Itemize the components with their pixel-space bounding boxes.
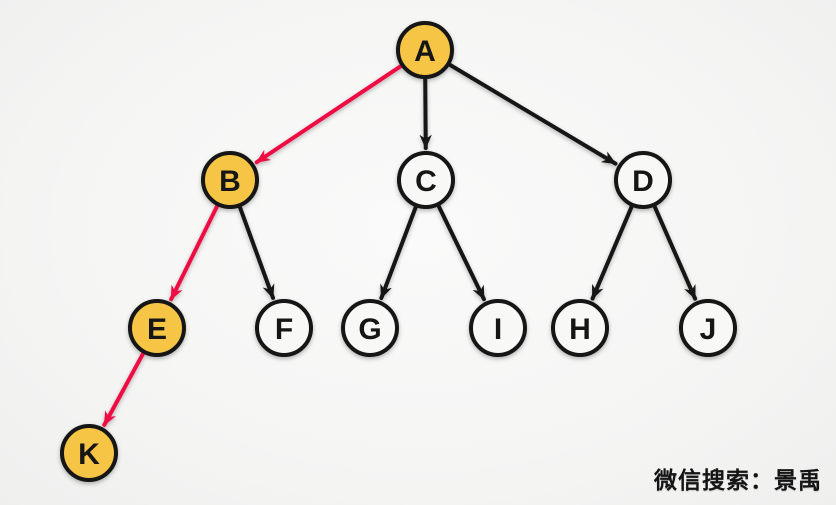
node-circle-A	[396, 21, 454, 79]
tree-node-D: D	[614, 151, 672, 209]
node-circle-D	[614, 151, 672, 209]
tree-node-C: C	[397, 151, 455, 209]
tree-node-H: H	[551, 299, 609, 357]
node-circle-I	[469, 299, 527, 357]
node-circle-K	[60, 424, 118, 482]
node-circle-F	[255, 299, 313, 357]
tree-node-J: J	[679, 299, 737, 357]
tree-node-E: E	[128, 299, 186, 357]
node-circle-G	[341, 299, 399, 357]
edge-B-E	[169, 196, 223, 302]
edge-D-H	[590, 197, 637, 301]
edge-A-D	[441, 58, 618, 166]
node-circle-H	[551, 299, 609, 357]
edge-A-B	[254, 59, 410, 165]
tree-node-B: B	[201, 151, 259, 209]
node-circle-C	[397, 151, 455, 209]
node-circle-E	[128, 299, 186, 357]
edge-A-C	[419, 68, 432, 151]
tree-node-G: G	[341, 299, 399, 357]
tree-node-F: F	[255, 299, 313, 357]
tree-node-K: K	[60, 424, 118, 482]
edge-C-I	[433, 196, 487, 302]
node-circle-J	[679, 299, 737, 357]
watermark-text: 微信搜索：景禹	[654, 467, 822, 493]
tree-node-I: I	[469, 299, 527, 357]
node-circle-B	[201, 151, 259, 209]
edge-E-K	[102, 344, 149, 427]
tree-node-A: A	[396, 21, 454, 79]
edge-D-J	[649, 197, 698, 301]
edge-C-G	[379, 197, 421, 301]
edge-B-F	[235, 197, 276, 300]
